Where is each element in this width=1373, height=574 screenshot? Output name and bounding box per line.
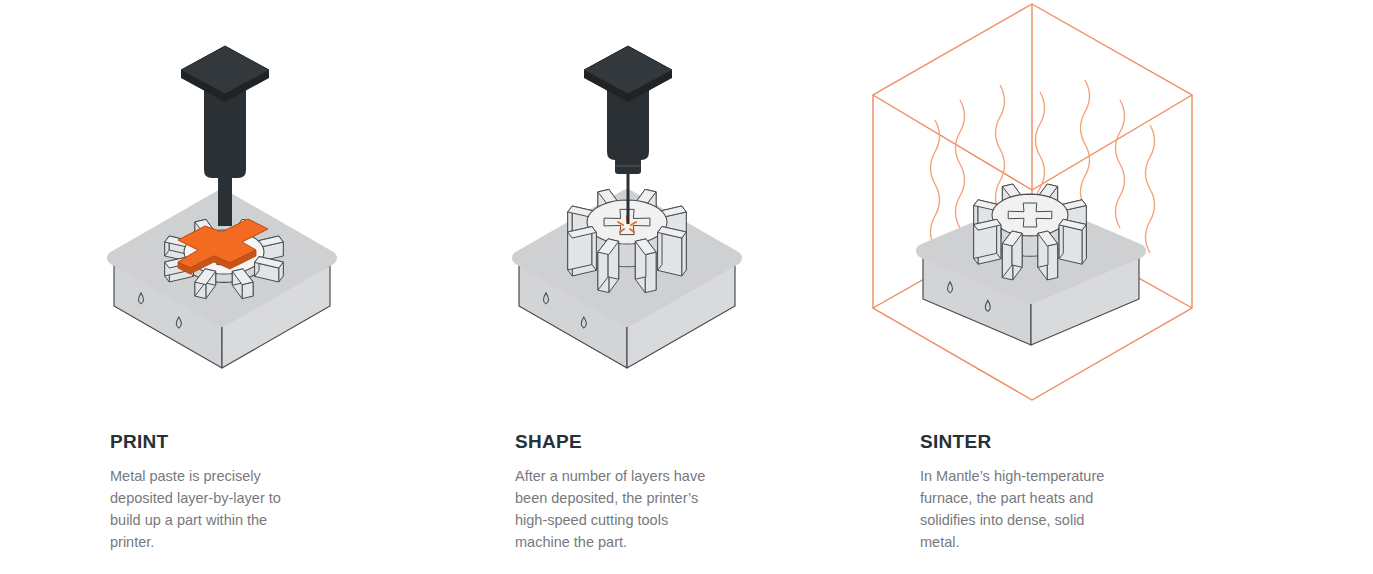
heat-wave xyxy=(1146,125,1155,253)
droplet-mark xyxy=(139,293,144,304)
print-head xyxy=(584,46,672,224)
heat-wave xyxy=(1081,80,1090,208)
print-head xyxy=(181,46,269,226)
furnace-outline xyxy=(873,4,1192,400)
heat-wave xyxy=(931,120,940,248)
droplet-mark xyxy=(985,300,990,311)
heat-wave xyxy=(956,100,965,228)
step-description: In Mantle’s high-temperature furnace, th… xyxy=(920,465,1120,553)
gear-part xyxy=(974,184,1087,280)
gear-part xyxy=(165,219,284,298)
step-heading: PRINT xyxy=(110,431,169,453)
droplet-mark xyxy=(948,282,953,293)
droplet-mark xyxy=(581,317,586,328)
printed-layer xyxy=(178,219,268,274)
heat-wave xyxy=(1116,100,1125,228)
step-description: After a number of layers have been depos… xyxy=(515,465,715,553)
droplet-mark xyxy=(544,293,549,304)
step-heading: SHAPE xyxy=(515,431,582,453)
step-heading: SINTER xyxy=(920,431,991,453)
step-description: Metal paste is precisely deposited layer… xyxy=(110,465,310,553)
droplet-mark xyxy=(176,317,181,328)
